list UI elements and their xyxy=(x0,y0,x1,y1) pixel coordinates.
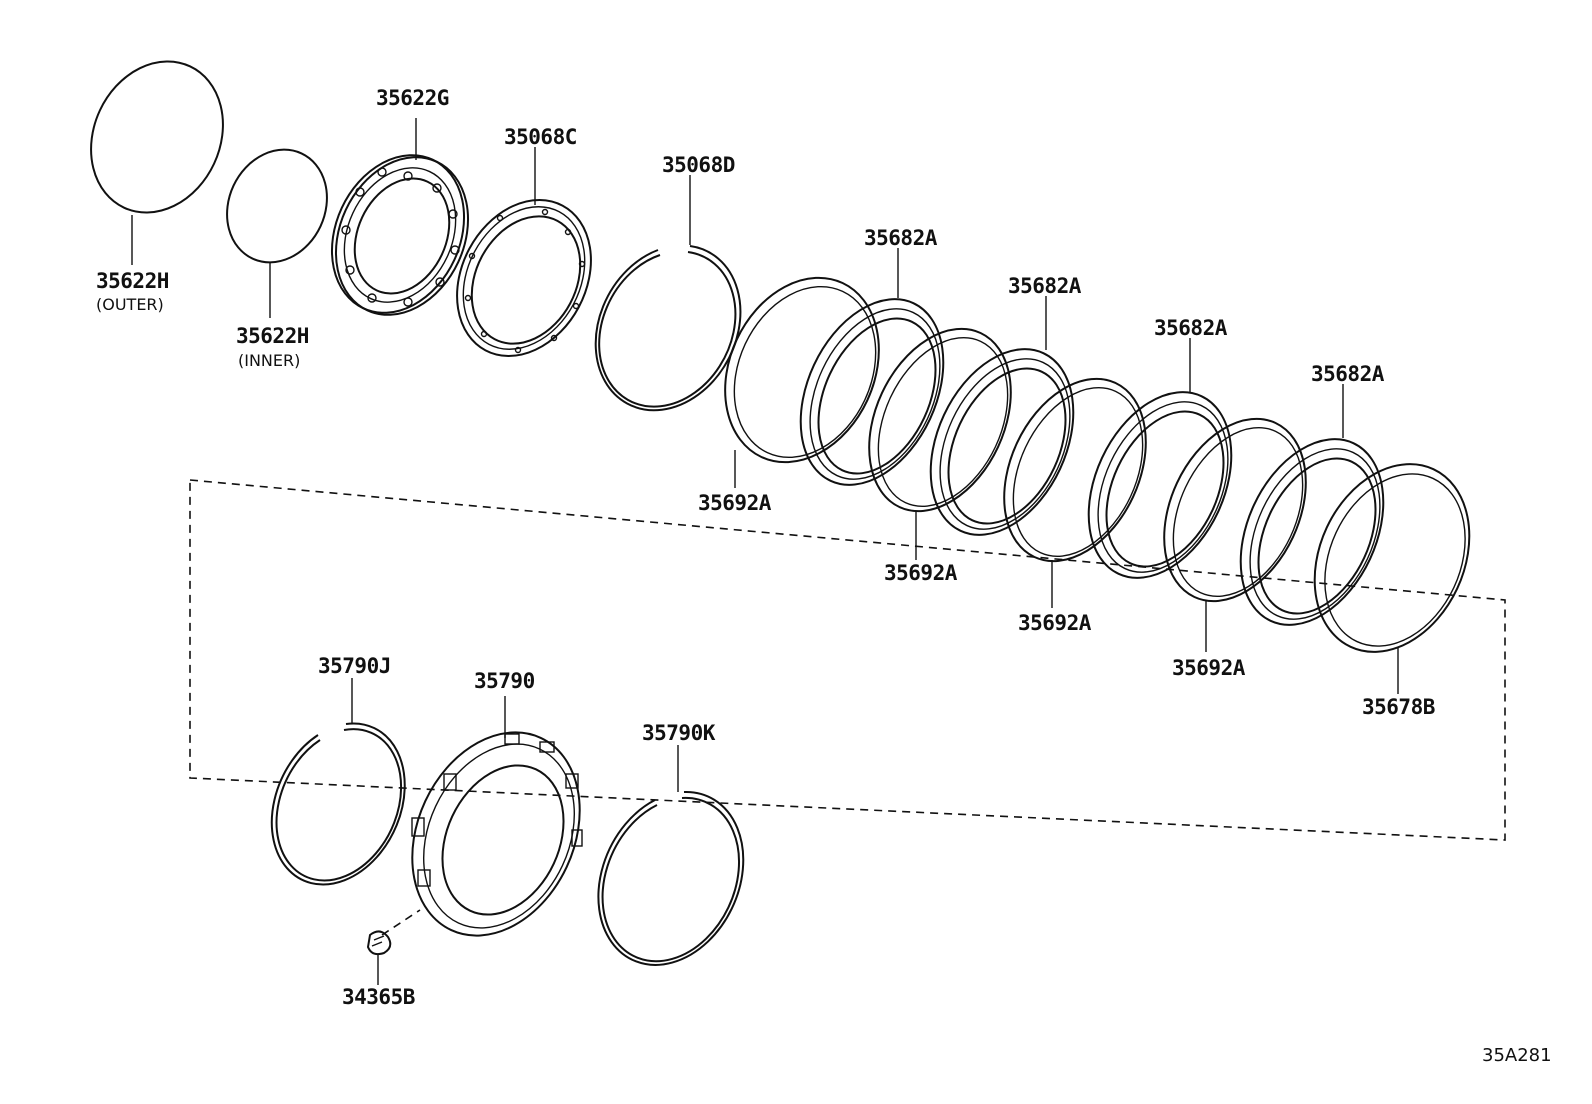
part-label-35678b[interactable]: 35678B xyxy=(1362,695,1435,719)
retainer-outer xyxy=(411,731,581,937)
part-label-35682a-3[interactable]: 35682A xyxy=(1154,316,1228,340)
part-label-35790[interactable]: 35790 xyxy=(474,669,535,693)
plate-outer xyxy=(456,198,592,358)
diagram-reference-code: 35A281 xyxy=(1482,1045,1552,1066)
friction-disc-4[interactable] xyxy=(1213,416,1412,648)
piston-outer-edge-2 xyxy=(334,156,470,316)
snap-ring-35790k-outer xyxy=(597,790,745,966)
snap-ring-35790j[interactable]: 35790J xyxy=(270,654,406,886)
piston-35622g[interactable]: 35622G xyxy=(307,86,493,337)
part-label-35692a-1[interactable]: 35692A xyxy=(698,491,772,515)
oring-inner-shape xyxy=(226,148,328,264)
piston-mid xyxy=(343,167,457,303)
retainer-inner xyxy=(441,764,565,916)
plate-inner xyxy=(470,215,582,345)
steel-plate-2[interactable] xyxy=(841,306,1038,534)
clutch-pack xyxy=(696,253,1498,677)
snap-ring-inner xyxy=(598,251,737,408)
part-label-35682a-4[interactable]: 35682A xyxy=(1311,362,1385,386)
part-label-35682a-1[interactable]: 35682A xyxy=(864,226,938,250)
plate-holes xyxy=(464,208,586,354)
clip-detail xyxy=(371,935,385,947)
part-label-35692a-4[interactable]: 35692A xyxy=(1172,656,1246,680)
part-label-35622h-inner[interactable]: 35622H xyxy=(236,324,309,348)
friction-disc-1[interactable] xyxy=(773,276,972,508)
clip-34365b[interactable]: 34365B xyxy=(342,909,421,1009)
part-note-outer: (OUTER) xyxy=(96,295,164,314)
plate-35068c[interactable]: 35068C xyxy=(431,125,617,380)
oring-outer-shape xyxy=(90,60,224,214)
assembly-boundary xyxy=(189,479,1506,841)
part-label-35790j[interactable]: 35790J xyxy=(318,654,391,678)
part-label-35068c[interactable]: 35068C xyxy=(504,125,577,149)
friction-disc-3[interactable] xyxy=(1061,369,1260,601)
part-label-35790k[interactable]: 35790K xyxy=(642,721,716,745)
part-label-35692a-2[interactable]: 35692A xyxy=(884,561,958,585)
snap-ring-35790k[interactable]: 35790K xyxy=(597,721,745,966)
snap-ring-outer xyxy=(594,245,742,412)
snap-ring-35790j-outer xyxy=(270,722,406,886)
snap-ring-35790j-inner xyxy=(275,728,403,882)
steel-plate-4[interactable] xyxy=(1136,396,1333,624)
clip-shape xyxy=(366,930,392,956)
piston-inner xyxy=(353,177,451,295)
part-label-35622g[interactable]: 35622G xyxy=(376,86,449,110)
part-label-35682a-2[interactable]: 35682A xyxy=(1008,274,1082,298)
oring-outer[interactable]: 35622H (OUTER) xyxy=(67,40,247,314)
piston-holes xyxy=(341,167,460,307)
steel-plate-1[interactable] xyxy=(696,253,908,488)
clutch-labels: 35692A 35682A 35692A 35682A 35692A 35682… xyxy=(698,226,1435,719)
retainer-lugs xyxy=(411,733,583,887)
part-label-35622h-outer[interactable]: 35622H xyxy=(96,269,169,293)
part-label-35692a-3[interactable]: 35692A xyxy=(1018,611,1092,635)
oring-inner[interactable]: 35622H (INNER) xyxy=(209,133,345,370)
snap-ring-35790k-inner xyxy=(601,796,740,963)
friction-disc-2[interactable] xyxy=(903,326,1102,558)
part-label-34365b[interactable]: 34365B xyxy=(342,985,415,1009)
piston-outer-edge xyxy=(330,154,466,314)
clip-dashed-leader xyxy=(381,909,421,936)
boundary-dashed-line xyxy=(189,479,1506,841)
snap-ring-35068d[interactable]: 35068D xyxy=(594,153,742,412)
flange-plate[interactable] xyxy=(1285,439,1498,677)
part-note-inner: (INNER) xyxy=(238,351,300,370)
retainer-35790[interactable]: 35790 xyxy=(381,669,612,963)
part-label-35068d[interactable]: 35068D xyxy=(662,153,735,177)
steel-plate-3[interactable] xyxy=(976,356,1173,584)
